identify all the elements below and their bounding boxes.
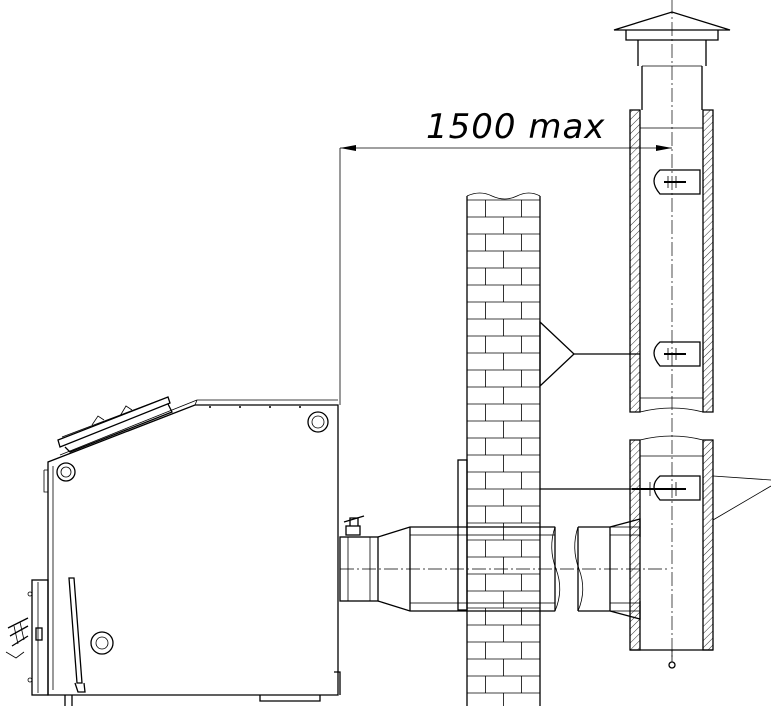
boiler-port-top-right (307, 411, 329, 433)
chimney-lower-section (629, 439, 714, 669)
dimension-arrow-left (340, 145, 356, 151)
brick-wall (457, 192, 640, 706)
hopper-lid (57, 396, 173, 453)
draft-valve (343, 515, 365, 536)
boiler (5, 396, 365, 706)
flue-pipe (339, 518, 670, 620)
boiler-feet (64, 671, 341, 706)
dimension-arrow-right (656, 145, 672, 151)
pipe-clamp-1 (653, 169, 701, 195)
boiler-door (27, 579, 49, 696)
wall-bricks (467, 199, 540, 706)
dimension-label: 1500 max (426, 107, 605, 147)
chimney-support-cable (712, 475, 771, 521)
wall-thimble-plate (457, 459, 468, 611)
poker-bar (68, 577, 86, 693)
chimney-stack (613, 0, 771, 669)
boiler-port-bottom (90, 631, 114, 655)
wall-bracket (539, 320, 640, 490)
pipe-clamp-2 (653, 341, 701, 367)
boiler-port-left (56, 462, 76, 482)
dimension-1500-max: 1500 max (339, 107, 672, 405)
pipe-clamp-3 (632, 475, 701, 501)
chimney-upper-section (629, 109, 714, 413)
boiler-body (47, 404, 339, 696)
door-handle (5, 617, 29, 659)
